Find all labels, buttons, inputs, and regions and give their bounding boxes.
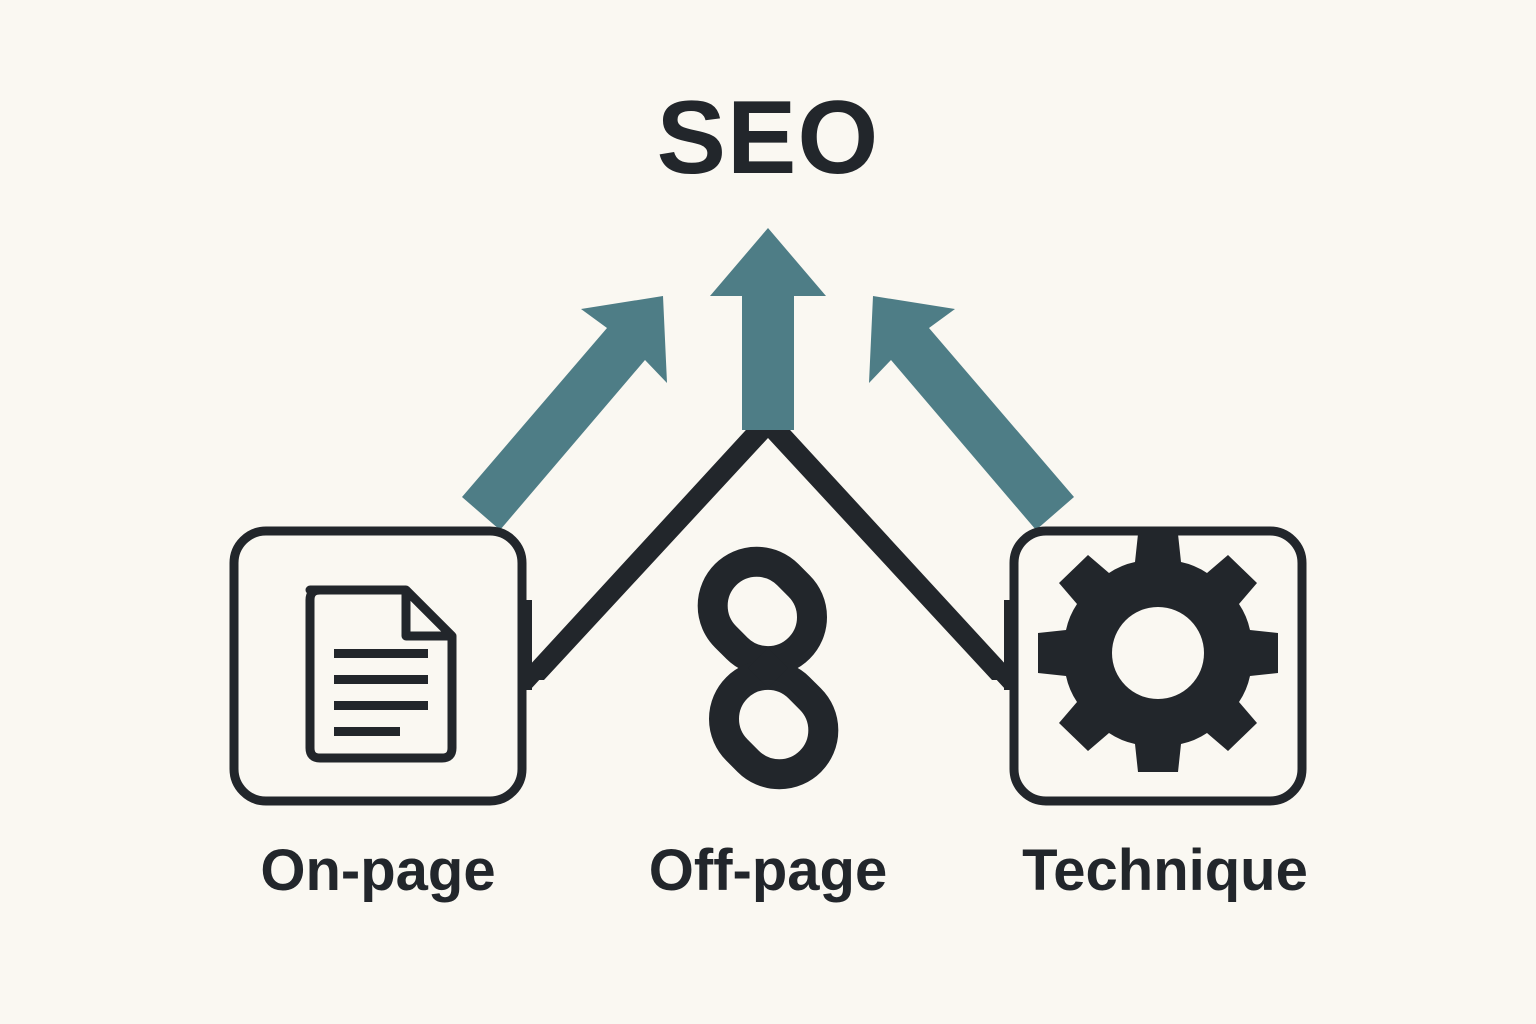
pillar-label-off-page: Off-page bbox=[648, 838, 888, 903]
document-icon-fold bbox=[401, 590, 452, 641]
document-icon bbox=[305, 585, 457, 763]
chain-link-lower bbox=[709, 659, 839, 790]
gear-icon bbox=[1038, 534, 1278, 772]
document-icon-line-2 bbox=[334, 675, 428, 684]
pillar-label-technique: Technique bbox=[1022, 838, 1308, 903]
chain-link-upper bbox=[697, 546, 827, 677]
arrow-up-left-right-pillar bbox=[869, 296, 1074, 530]
pillar-box-on-page[interactable] bbox=[229, 526, 527, 806]
chevron-connector-stroke bbox=[516, 406, 1020, 680]
document-icon-page bbox=[305, 585, 457, 763]
page-title: SEO bbox=[656, 80, 880, 196]
chain-link-joint bbox=[748, 648, 788, 688]
arrow-up-right-path bbox=[462, 296, 667, 530]
arrow-up-center-path bbox=[710, 228, 826, 430]
pillar-box-technique[interactable] bbox=[1009, 526, 1307, 834]
document-icon-line-3 bbox=[334, 701, 428, 710]
gear-icon-hole bbox=[1112, 607, 1204, 699]
document-icon-line-1 bbox=[334, 649, 428, 658]
gear-icon-body bbox=[1038, 534, 1278, 772]
pillar-label-on-page: On-page bbox=[260, 838, 496, 903]
arrow-up-center bbox=[710, 228, 826, 430]
chain-link-icon bbox=[697, 546, 839, 790]
arrow-up-right-left-pillar bbox=[462, 296, 667, 530]
arrow-up-left-path bbox=[869, 296, 1074, 530]
document-icon-line-4 bbox=[334, 727, 400, 736]
